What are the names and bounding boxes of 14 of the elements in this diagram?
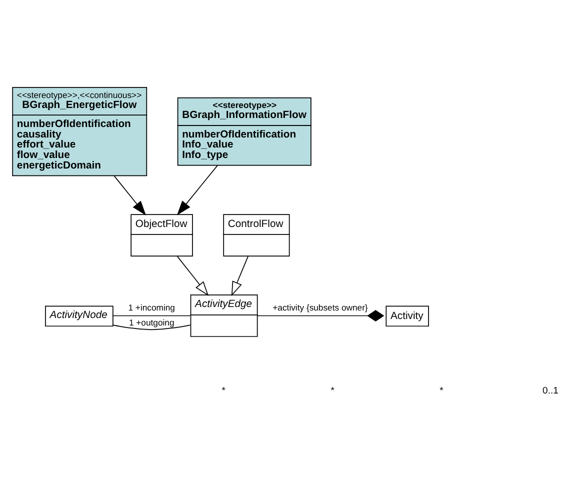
edge-label: +activity {subsets owner} — [272, 302, 368, 312]
label: * — [440, 384, 444, 396]
connector — [256, 310, 384, 321]
arrow — [176, 256, 209, 296]
edge-label: 1 +incoming — [128, 302, 175, 312]
label: * — [330, 384, 334, 396]
edge-label: 1 +outgoing — [128, 316, 174, 327]
arrow — [114, 174, 146, 215]
label: * — [222, 384, 226, 396]
arrow — [231, 256, 248, 296]
connector — [112, 324, 191, 330]
connector — [112, 314, 191, 316]
arrow — [176, 164, 218, 215]
label: 0..1 — [542, 384, 558, 396]
